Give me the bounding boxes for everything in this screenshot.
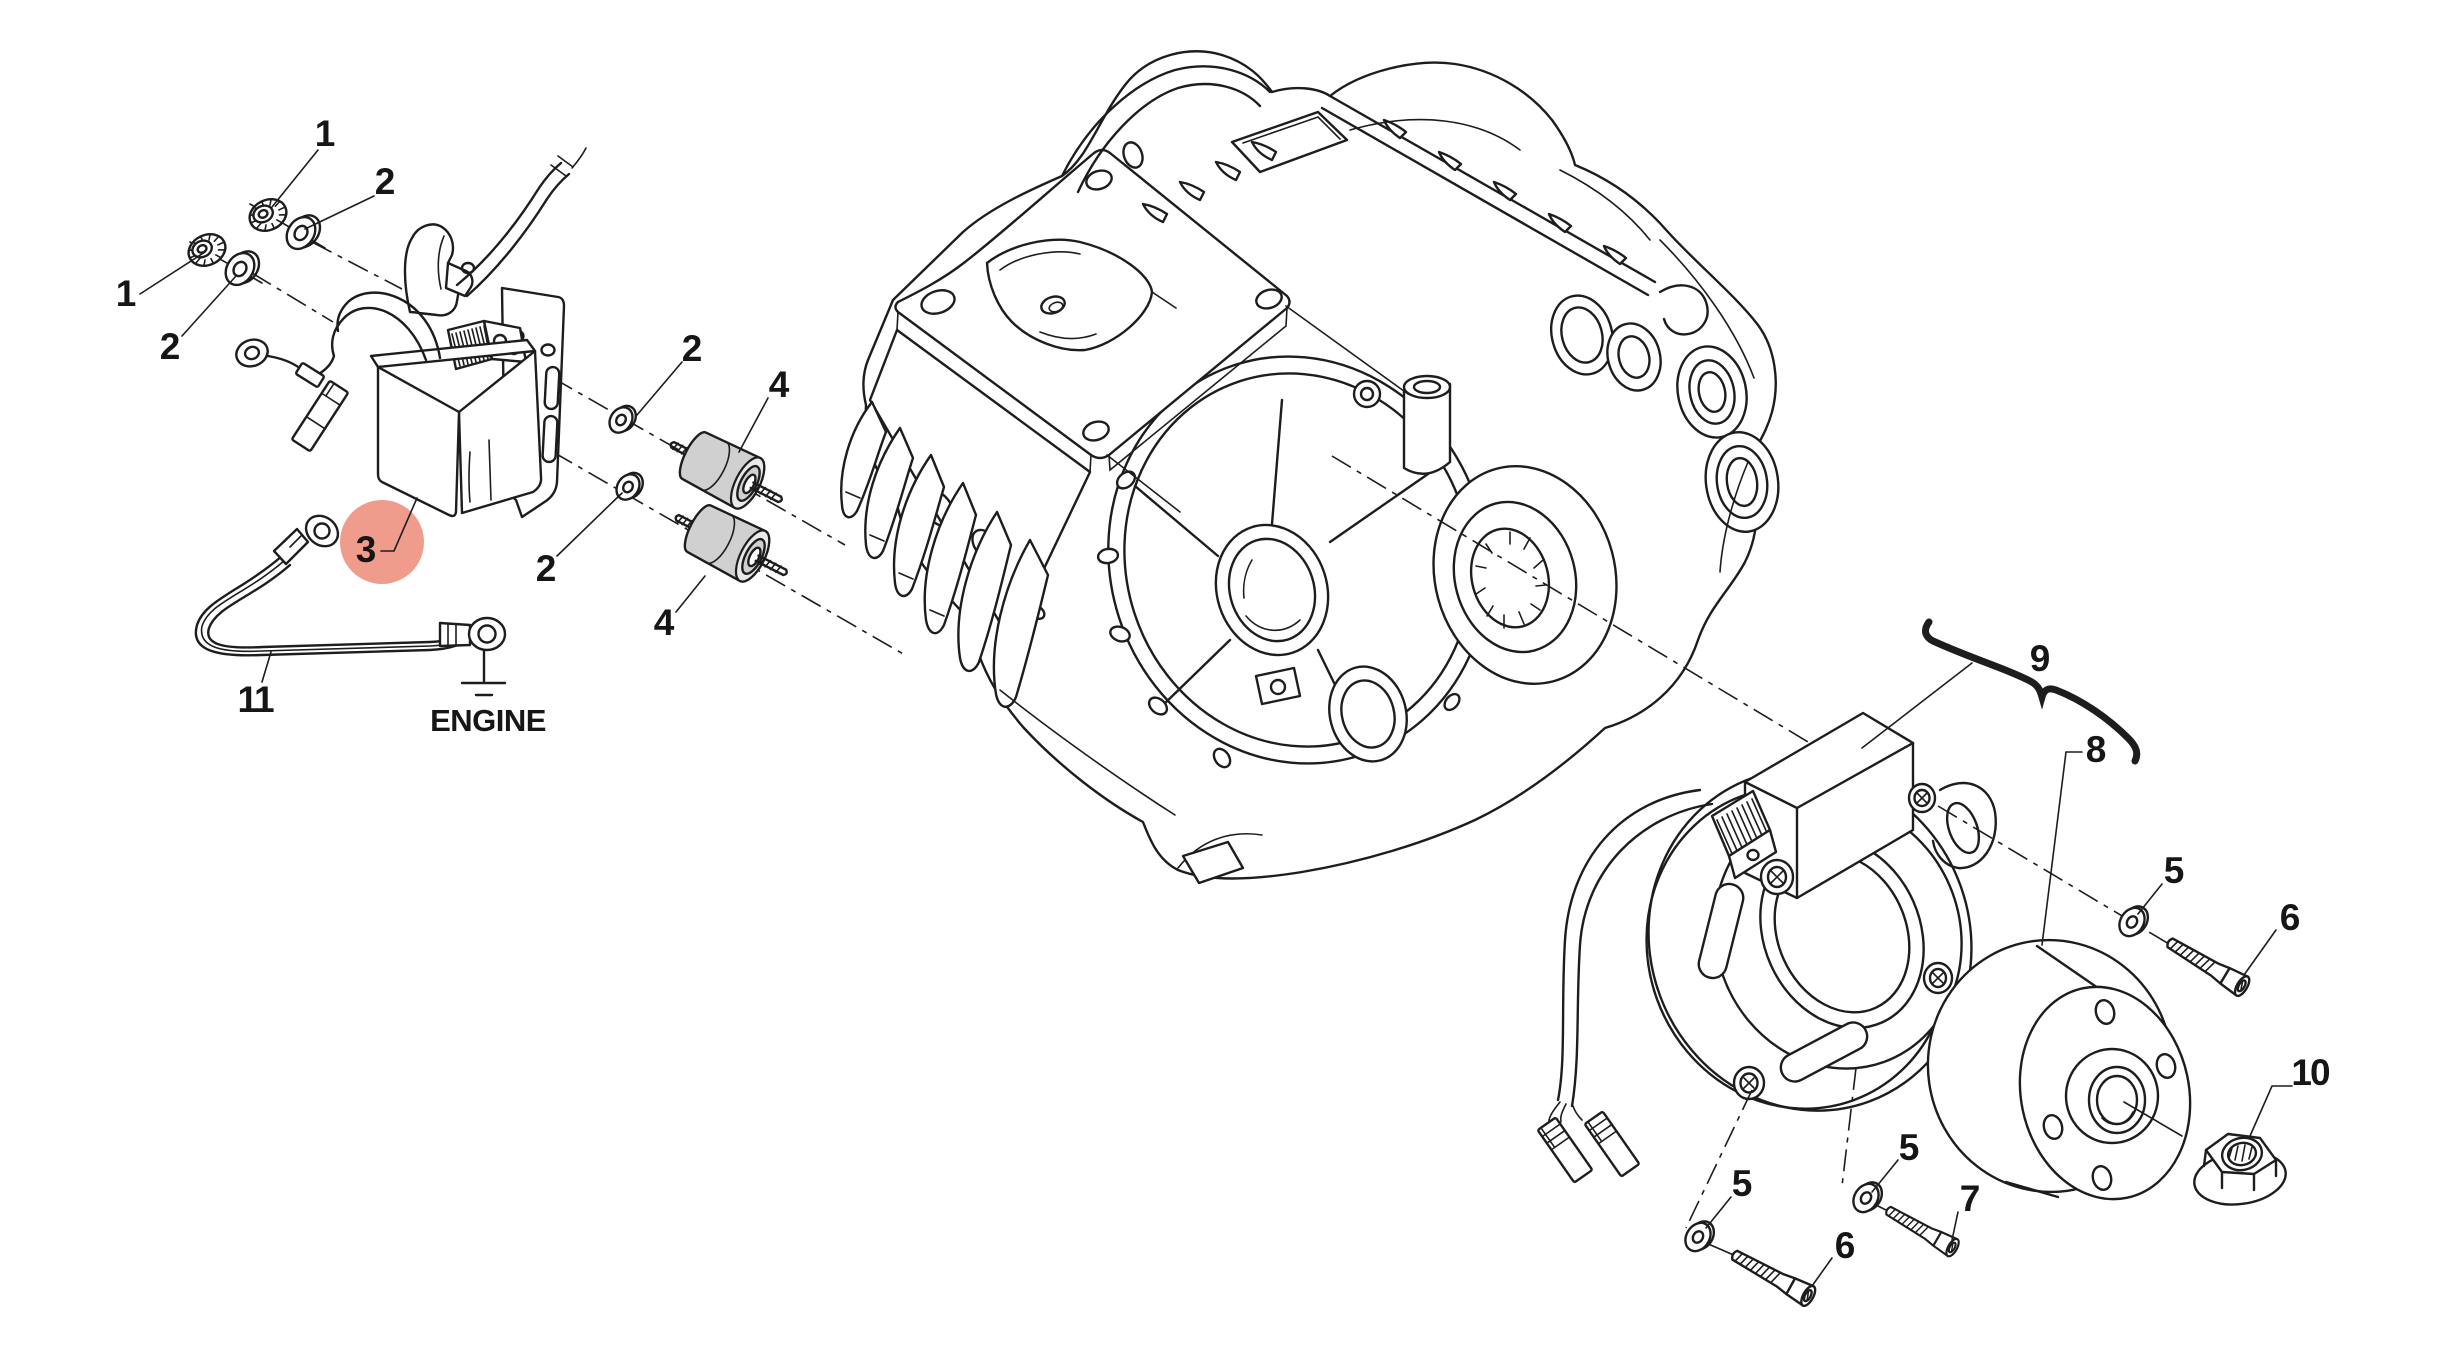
callout-2a[interactable]: 2	[375, 161, 396, 202]
callout-2b[interactable]: 2	[160, 326, 181, 367]
callout-5a[interactable]: 5	[2164, 850, 2185, 891]
blade-connector	[291, 380, 349, 452]
crank-chamber	[1096, 355, 1489, 769]
engine-crankcase	[840, 50, 1780, 885]
socket-bolt-6b	[1730, 1249, 1817, 1308]
rim-bolt-bosses	[1096, 470, 1461, 769]
wire-ferrule	[295, 362, 325, 388]
callout-2d[interactable]: 2	[536, 548, 557, 589]
callout-1a[interactable]: 1	[315, 113, 336, 154]
socket-bolt-7	[1885, 1205, 1960, 1258]
flywheel-rotor	[1926, 938, 2192, 1201]
stator-screws	[1732, 782, 1954, 1101]
stator-assembly	[1537, 711, 1997, 1183]
stator-connector-2	[1584, 1111, 1640, 1177]
callout-5b[interactable]: 5	[1732, 1163, 1753, 1204]
washer-2c	[608, 404, 637, 434]
flange-nut-10	[2193, 1132, 2287, 1206]
callout-4b[interactable]: 4	[654, 602, 675, 643]
spark-plug-boot	[403, 223, 476, 317]
rubber-mount-4b	[674, 504, 788, 583]
washer-5b	[1684, 1220, 1716, 1253]
pickup-box	[1743, 711, 1915, 900]
callout-6a[interactable]: 6	[2280, 897, 2301, 938]
washer-2b	[224, 250, 261, 287]
stator-connector-1	[1537, 1117, 1593, 1183]
callout-5c[interactable]: 5	[1899, 1127, 1920, 1168]
group-brace-9	[1861, 618, 2141, 765]
ht-cable	[455, 147, 587, 298]
callout-10[interactable]: 10	[2291, 1052, 2332, 1093]
ignition-coil-assembly	[235, 147, 587, 519]
main-centerline	[1331, 455, 1869, 779]
coil-body	[369, 338, 543, 518]
washer-5c	[1852, 1181, 1884, 1214]
callout-1b[interactable]: 1	[116, 273, 137, 314]
engine-ground-label: ENGINE	[430, 703, 546, 738]
callout-2c[interactable]: 2	[682, 328, 703, 369]
rubber-mount-4a	[669, 431, 783, 510]
flange-nut-1a	[248, 198, 288, 232]
mount-tube	[1402, 374, 1452, 475]
callout-8[interactable]: 8	[2086, 729, 2107, 770]
ring-terminal-upper	[272, 514, 340, 566]
callout-6b[interactable]: 6	[1835, 1225, 1856, 1266]
output-hub	[1432, 465, 1618, 685]
highlight-circle[interactable]	[340, 500, 424, 584]
washer-2a	[285, 214, 322, 251]
ground-cable	[194, 514, 507, 697]
callout-7[interactable]: 7	[1960, 1178, 1981, 1219]
callout-4a[interactable]: 4	[769, 364, 790, 405]
ring-terminal-lower	[438, 616, 507, 652]
washer-5a	[2118, 905, 2150, 938]
right-bosses	[1550, 239, 1780, 573]
callout-9[interactable]: 9	[2030, 638, 2051, 679]
stator-slots	[1697, 882, 1869, 1083]
callout-11[interactable]: 11	[237, 679, 276, 720]
callout-3-highlighted[interactable]: 3	[356, 529, 377, 570]
ring-terminal-coil	[235, 338, 269, 368]
washer-2d	[615, 471, 644, 501]
upper-crankcase	[1060, 65, 1657, 297]
cooling-fins	[840, 400, 1050, 708]
ground-symbol	[460, 648, 507, 697]
leader-lines	[139, 149, 2293, 1287]
flange-nut-1b	[187, 233, 227, 267]
socket-bolt-6a	[2166, 937, 2251, 998]
knurled-block	[1710, 789, 1778, 880]
stator-wires	[1548, 788, 1714, 1125]
case-bottom	[999, 305, 1409, 885]
